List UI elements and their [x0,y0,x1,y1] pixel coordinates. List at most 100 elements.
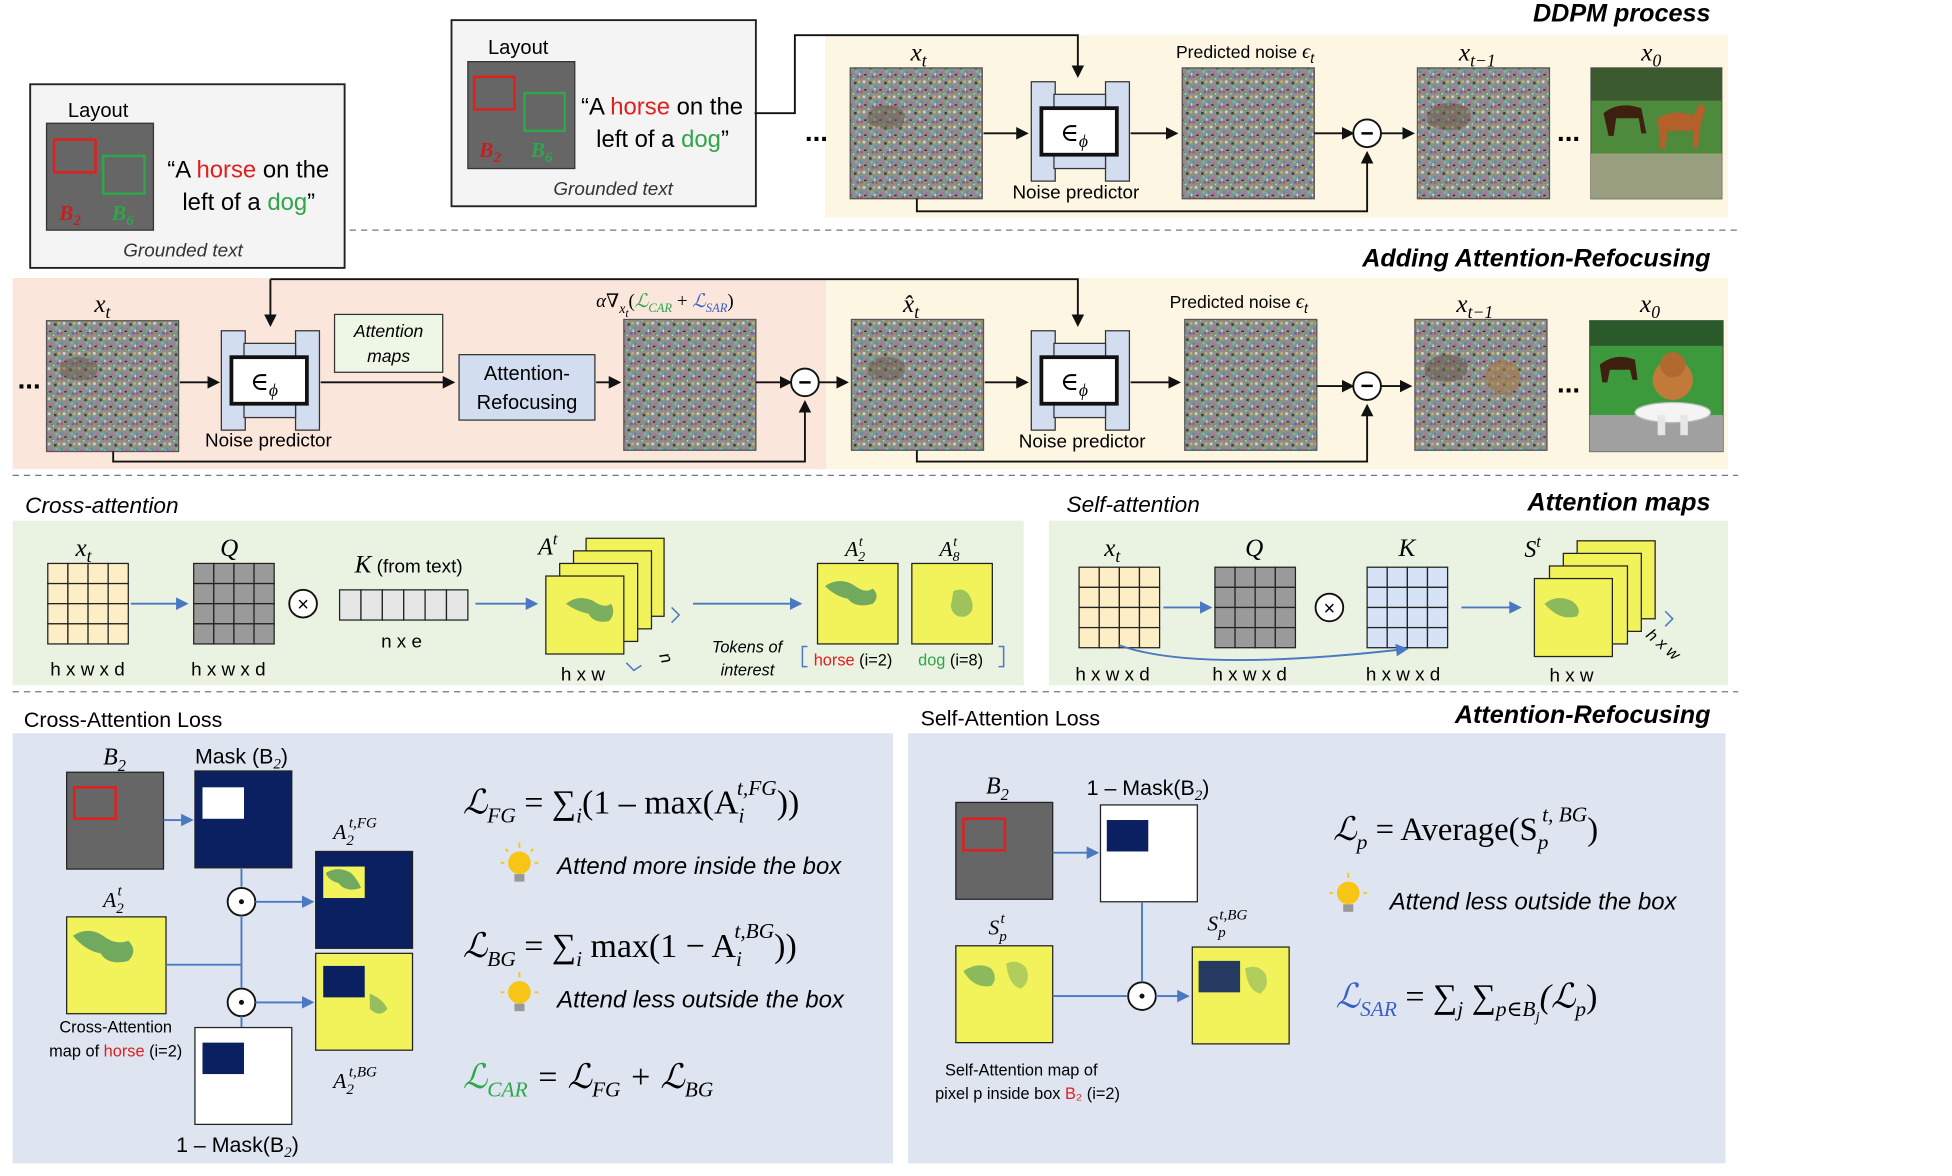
svg-text:xt: xt [1103,535,1121,566]
grid-cell [1386,566,1408,588]
sa-loss-caption-l2a: pixel p inside box [935,1085,1065,1103]
gradient-plus: + [672,291,692,312]
svg-text:xt−1: xt−1 [1455,291,1493,322]
sa-dim-st: h x w [1549,665,1593,686]
sa-xt-grid [1078,566,1161,649]
attention-maps-l1: Attention [353,321,423,341]
grid-cell [47,562,69,585]
gradient-sub2: t [625,308,629,320]
refocus-xt1-image [1414,318,1548,451]
ca-tokens-l2: interest [721,661,776,679]
refocus-eps-phi-2: ∈ [1060,369,1079,396]
attention-maps-l2: maps [367,346,410,366]
grid-cell [1274,606,1297,629]
ca-k-note: (from text) [371,555,462,576]
sa-st: S [1524,537,1536,563]
grid-cell [424,589,448,621]
ddpm-xt-sub: t [922,51,928,71]
grid-cell [1254,566,1276,588]
grid-cell [1274,566,1297,588]
ddpm-noise-predictor: ∈ϕ Noise predictor [1012,81,1139,203]
l-car-rhs: = ℒ [528,1059,594,1096]
refocus-eps-phi-sub-2: ϕ [1079,380,1088,400]
grid-cell [87,562,109,585]
grid-cell [213,603,235,625]
ddpm-predicted-noise: Predicted noise [1176,42,1302,62]
b6-label: B [530,138,545,162]
gradient-lcar-sub: CAR [648,301,672,315]
grid-cell [213,582,235,605]
svg-text:xt: xt [93,291,111,322]
ca-loss-a2t-img [66,916,167,1015]
l-p-s-sub: p [1536,830,1549,854]
svg-text:x0: x0 [1640,39,1661,70]
grid-cell [107,582,129,605]
grid-cell [193,562,215,585]
grounded-caption: Grounded text [553,178,673,199]
attention-refocusing-box [458,354,596,421]
refocus-xt: x [93,291,105,318]
ca-loss-invmask-sub: 2 [284,1145,292,1161]
sa-k-grid [1366,566,1449,649]
ca-horse: horse [814,651,855,669]
sa-loss-caption-b2: B₂ [1065,1085,1082,1103]
sa-loss-invmask-sub: 2 [1195,788,1203,804]
section-title-attention-refocusing: Attention-Refocusing [1454,701,1711,729]
grid-cell [1118,626,1141,649]
svg-text:Spt,BG: Spt,BG [1207,907,1247,941]
l-bg-sup: t,BG [734,919,774,943]
ddpm-noise-predictor-label: Noise predictor [1012,182,1139,203]
ca-dim-k: n x e [381,631,422,652]
svg-text:∈ϕ: ∈ϕ [250,369,278,400]
ca-loss-b2: B [103,745,118,771]
ca-tip-bg: Attend less outside the box [555,986,845,1013]
xhat-sub: t [914,302,920,322]
box-b6-left [101,154,146,195]
svg-text:B6: B6 [530,138,553,166]
cross-attention-title: Cross-attention [25,493,178,518]
gradient-noise-image [623,318,757,451]
grid-cell [338,589,362,621]
svg-text:ℒp = Average(Spt, BG): ℒp = Average(Spt, BG) [1333,802,1598,854]
ca-a2-sup: t [859,534,864,549]
ca-loss-invmask: 1 – Mask(B [176,1133,284,1157]
sa-loss-spbg: S [1207,912,1218,936]
sa-q-grid [1214,566,1297,649]
grid-cell [1366,606,1388,629]
l-car-sub: CAR [487,1078,527,1102]
ca-dog-idx: (i=8) [945,651,983,669]
quote-mid-left: on the [256,156,329,183]
l-bg-i: i [576,947,582,971]
grid-cell [233,603,255,625]
svg-text:“A horse on the: “A horse on the [167,156,329,183]
refocus-row: ... xt ∈ϕ Noise predictor Attention maps… [18,278,1724,463]
grid-cell [233,623,255,645]
svg-text:B2: B2 [986,774,1009,804]
ca-a8-map [911,562,993,645]
sa-loss-b2-sub: 2 [1001,785,1009,804]
grid-cell [1214,566,1236,588]
grid-cell [213,623,235,645]
l-car-plus: + ℒ [620,1059,686,1096]
svg-text:map of horse (i=2): map of horse (i=2) [49,1042,182,1060]
grid-cell [1234,566,1256,588]
ca-loss-a2bg-sub: 2 [346,1082,354,1098]
grid-cell [445,589,469,621]
grid-cell [67,623,89,645]
quote-open: “A [581,93,610,120]
l-p-sub: p [1355,830,1368,854]
sa-loss-spt-sup: t [1000,911,1005,927]
ca-otimes [288,588,318,619]
grid-cell [360,589,383,621]
bulb-icon [500,972,539,1012]
sa-xt-sub: t [1115,546,1121,566]
svg-text:x0: x0 [1639,291,1660,322]
grid-cell [233,562,255,585]
grid-cell [1098,606,1120,629]
sa-k: K [1398,535,1417,562]
svg-text:xt: xt [910,39,928,70]
grid-cell [1254,606,1276,629]
ca-loss-a2fg-img [315,850,414,949]
ca-loss-mask-img [194,770,293,869]
